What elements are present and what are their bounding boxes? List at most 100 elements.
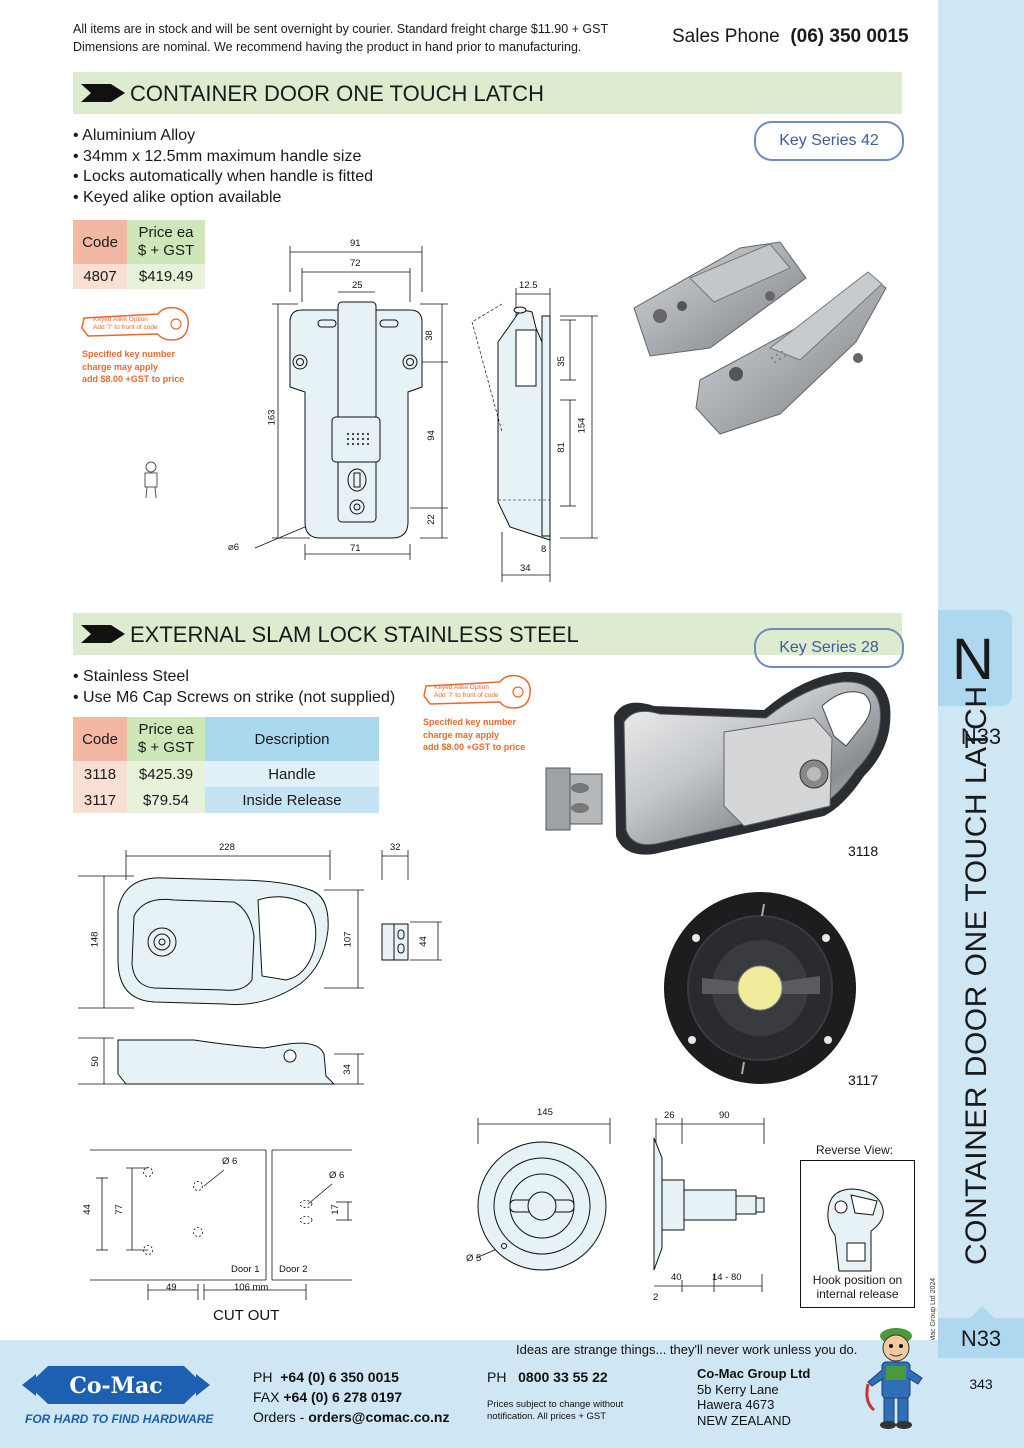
header-note-line1: All items are in stock and will be sent … bbox=[73, 22, 609, 36]
sales-phone: Sales Phone (06) 350 0015 bbox=[672, 26, 909, 48]
dim-44: 44 bbox=[417, 936, 429, 947]
bullet: • Locks automatically when handle is fit… bbox=[73, 168, 373, 186]
sales-label: Sales Phone bbox=[672, 26, 780, 47]
door1-label: Door 1 bbox=[231, 1264, 260, 1275]
footer-freephone: PH 0800 33 55 22 bbox=[487, 1369, 608, 1385]
section-letter-tab[interactable]: N bbox=[938, 610, 1012, 706]
dim-107: 107 bbox=[342, 931, 354, 948]
page-number: 343 bbox=[969, 1376, 993, 1392]
dim-163: 163 bbox=[266, 409, 278, 426]
section2-title: EXTERNAL SLAM LOCK STAINLESS STEEL bbox=[130, 622, 579, 647]
cutout-drawing bbox=[90, 1149, 352, 1300]
dim-154: 154 bbox=[576, 417, 588, 434]
dim-12-5: 12.5 bbox=[519, 280, 538, 291]
dim-dia6-b: Ø 6 bbox=[329, 1170, 345, 1181]
bullet: • Keyed alike option available bbox=[73, 189, 282, 207]
bullet: • 34mm x 12.5mm maximum handle size bbox=[73, 147, 362, 165]
dim-34: 34 bbox=[520, 563, 531, 574]
door2-label: Door 2 bbox=[279, 1264, 308, 1275]
section2-bullets: • Stainless Steel • Use M6 Cap Screws on… bbox=[73, 667, 395, 708]
table-row: 3117 $79.54 Inside Release bbox=[73, 787, 379, 813]
bullet: • Stainless Steel bbox=[73, 668, 189, 685]
dim-17: 17 bbox=[329, 1204, 341, 1215]
arrow-icon bbox=[81, 84, 125, 102]
cell-code: 3118 bbox=[73, 761, 127, 787]
dim-50: 50 bbox=[89, 1056, 101, 1067]
inside-release-drawing bbox=[475, 1118, 765, 1292]
key-icon bbox=[81, 306, 189, 341]
dim-8: 8 bbox=[541, 544, 547, 555]
dim-106: 106 mm bbox=[234, 1282, 269, 1293]
dim-148: 148 bbox=[89, 931, 101, 948]
sidebar-code-bottom: N33 bbox=[960, 1326, 1002, 1351]
footer-phone[interactable]: +64 (0) 6 350 0015 bbox=[280, 1369, 399, 1385]
dim-145: 145 bbox=[537, 1107, 553, 1118]
sales-number[interactable]: (06) 350 0015 bbox=[790, 26, 909, 47]
dim-81: 81 bbox=[555, 442, 567, 453]
sidebar-code-tab bbox=[938, 1306, 1024, 1358]
dim-72: 72 bbox=[350, 258, 361, 269]
header-code: Code bbox=[73, 220, 127, 264]
footer-company: Co-Mac Group Ltd bbox=[697, 1366, 811, 1381]
sidebar-code-top: N33 bbox=[960, 724, 1002, 749]
section1-title: CONTAINER DOOR ONE TOUCH LATCH bbox=[130, 81, 544, 106]
dim-14-80: 14 - 80 bbox=[712, 1272, 742, 1283]
section-letter: N bbox=[952, 627, 994, 692]
footer-address: Co-Mac Group Ltd 5b Kerry Lane Hawera 46… bbox=[697, 1366, 811, 1428]
key-icon bbox=[423, 674, 531, 709]
dim-22: 22 bbox=[425, 514, 437, 525]
footer-fax: +64 (0) 6 278 0197 bbox=[283, 1389, 403, 1405]
section1-price-table: Code Price ea$ + GST 4807 $419.49 bbox=[73, 220, 205, 289]
reverse-view-title: Reverse View: bbox=[816, 1143, 894, 1157]
cutout-label: CUT OUT bbox=[213, 1307, 280, 1324]
dim-77: 77 bbox=[113, 1204, 125, 1215]
inside-release-photo bbox=[664, 892, 856, 1084]
key-series-badge: Key Series 28 bbox=[754, 628, 904, 668]
mascot-small-icon bbox=[144, 461, 158, 499]
dim-38: 38 bbox=[423, 330, 435, 341]
section1-bar: CONTAINER DOOR ONE TOUCH LATCH bbox=[73, 72, 902, 114]
latch-photo bbox=[633, 241, 887, 435]
footer-email[interactable]: orders@comac.co.nz bbox=[308, 1409, 450, 1425]
arrow-icon bbox=[81, 625, 125, 643]
slam-lock-drawing bbox=[78, 850, 442, 1085]
bullet: • Use M6 Cap Screws on strike (not suppl… bbox=[73, 688, 396, 706]
hook-diagram bbox=[827, 1188, 884, 1272]
section2-price-table: Code Price ea$ + GST Description 3118 $4… bbox=[73, 717, 379, 813]
cell-description: Handle bbox=[205, 761, 379, 787]
slam-lock-handle-photo bbox=[545, 671, 891, 855]
table-row: 4807 $419.49 bbox=[73, 264, 205, 289]
dim-32: 32 bbox=[390, 842, 401, 853]
key-series-badge: Key Series 42 bbox=[754, 121, 904, 161]
comac-logo[interactable]: Co-Mac bbox=[22, 1360, 210, 1410]
table-row: 3118 $425.39 Handle bbox=[73, 761, 379, 787]
right-sidebar bbox=[938, 0, 1024, 1448]
sidebar-title: CONTAINER DOOR ONE TOUCH LATCH bbox=[960, 685, 993, 1266]
header-code: Code bbox=[73, 717, 127, 761]
latch-drawing bbox=[254, 246, 598, 582]
dim-90: 90 bbox=[719, 1110, 730, 1121]
dim-49: 49 bbox=[166, 1282, 177, 1293]
header-note-line2: Dimensions are nominal. We recommend hav… bbox=[73, 40, 582, 54]
dim-dia6: ⌀6 bbox=[228, 542, 240, 553]
header-price: Price ea$ + GST bbox=[127, 220, 205, 264]
mascot-icon bbox=[865, 1328, 923, 1429]
photo-label-3118: 3118 bbox=[848, 843, 879, 859]
cell-code: 4807 bbox=[73, 264, 127, 289]
footer-freephone-number[interactable]: 0800 33 55 22 bbox=[518, 1369, 608, 1385]
dim-2: 2 bbox=[653, 1292, 659, 1303]
dim-dia5: Ø 5 bbox=[466, 1253, 482, 1264]
logo-tagline: FOR HARD TO FIND HARDWARE bbox=[25, 1412, 214, 1426]
cell-code: 3117 bbox=[73, 787, 127, 813]
dim-94: 94 bbox=[425, 430, 437, 441]
dim-26: 26 bbox=[664, 1110, 675, 1121]
dim-44-cutout: 44 bbox=[81, 1204, 93, 1215]
cell-price: $79.54 bbox=[127, 787, 205, 813]
dim-25: 25 bbox=[352, 280, 363, 291]
